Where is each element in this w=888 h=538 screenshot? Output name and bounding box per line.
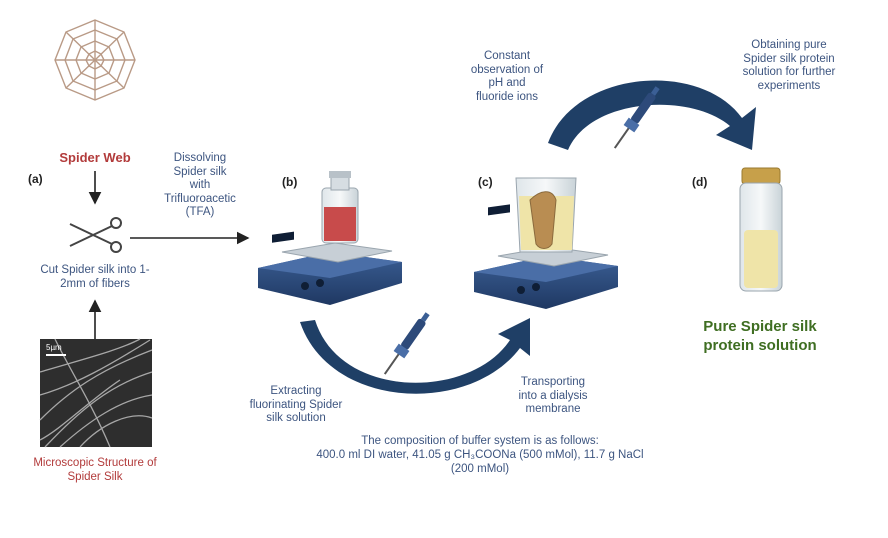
buffer-line-2: 400.0 ml DI water, 41.05 g CH₃COONa (500…: [316, 449, 644, 461]
sem-micrograph: [39, 338, 153, 448]
hot-plate-stirrer-b: [258, 231, 402, 305]
panel-label-c: (c): [478, 175, 493, 189]
result-title: Pure Spider silk protein solution: [703, 318, 817, 354]
vial-pure-protein: [739, 167, 783, 292]
pipette-icon: [613, 86, 660, 149]
buffer-line-1: The composition of buffer system is as f…: [361, 435, 599, 447]
cut-step-text: Cut Spider silk into 1- 2mm of fibers: [40, 264, 150, 290]
observe-step-text: Constant observation of pH and fluoride …: [470, 50, 544, 103]
panel-label-d: (d): [692, 175, 708, 189]
dissolve-step-text: Dissolving Spider silk with Trifluoroace…: [164, 152, 236, 218]
lower-curved-arrow: [300, 318, 530, 394]
buffer-line-3: (200 mMol): [450, 463, 510, 475]
micro-caption: Microscopic Structure of Spider Silk: [33, 457, 157, 483]
spider-web-icon: [54, 19, 136, 101]
upper-curved-arrow: [548, 80, 756, 150]
beaker-dialysis: [515, 177, 577, 253]
panel-label-a: (a): [28, 172, 43, 186]
bottle-red-solution: [321, 171, 359, 244]
panel-label-b: (b): [282, 175, 298, 189]
scissors-icon: [69, 217, 122, 253]
extract-step-text: Extracting fluorinating Spider silk solu…: [249, 385, 343, 424]
spider-web-title: Spider Web: [59, 150, 131, 165]
obtain-step-text: Obtaining pure Spider silk protein solut…: [742, 39, 836, 92]
transport-step-text: Transporting into a dialysis membrane: [518, 376, 588, 415]
pipette-icon: [383, 312, 430, 375]
scale-bar-label: 5µm: [46, 343, 62, 352]
